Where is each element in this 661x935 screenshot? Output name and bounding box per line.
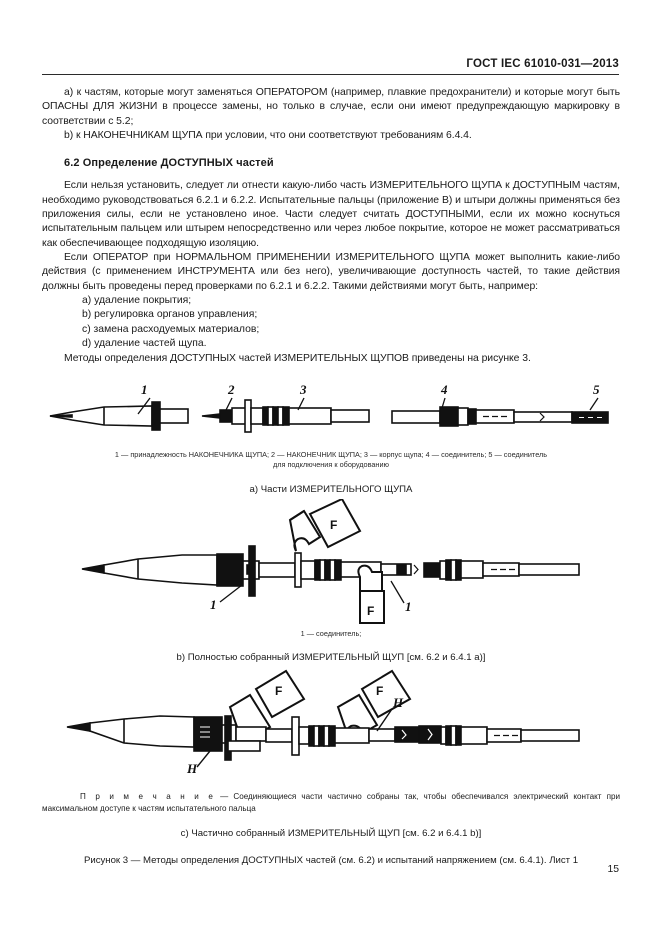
figure-a-callout-2: 2 [227,382,235,397]
figure-c-drawing: F F [66,669,580,776]
figure-c-partially-assembled-probe: F F [42,669,620,781]
figure-a-legend: 1 — принадлежность НАКОНЕЧНИКА ЩУПА; 2 —… [42,450,620,471]
figure-b-callout-1b: 1 [405,599,412,614]
figure-c-note: П р и м е ч а н и е — Соединяющиеся част… [42,791,620,815]
figure-a-drawing: 1 [49,382,609,433]
figure-c-force-label-1: F [275,684,282,698]
figure-a-right-overlay: 5 [589,382,600,411]
figure-a-legend-line-1: 1 — принадлежность НАКОНЕЧНИКА ЩУПА; 2 —… [114,449,548,459]
figure-c-caption: c) Частично собранный ИЗМЕРИТЕЛЬНЫЙ ЩУП … [180,828,482,840]
figure-a-caption: a) Части ИЗМЕРИТЕЛЬНОГО ЩУПА [249,483,413,495]
figure-b-drawing: F [81,498,580,624]
section-heading-6-2: 6.2 Определение ДОСТУПНЫХ частей [64,157,274,170]
page-header-standard-number: ГОСТ IEC 61010-031—2013 [466,58,619,70]
page-number: 15 [607,864,619,875]
list-item: b) регулировка органов управления; [82,309,258,321]
figure-a-callout-4: 4 [440,382,448,397]
figure-a-probe-parts: 1 [42,380,620,442]
paragraph-methods-reference: Методы определения ДОСТУПНЫХ частей ИЗМЕ… [64,352,531,364]
paragraph-6-2-first: Если нельзя установить, следует ли отнес… [42,180,620,249]
figure-b-force-label-1: F [330,518,337,532]
figure-a-callout-1: 1 [141,382,148,397]
paragraph-item-a: а) к частям, которые могут заменяться ОП… [42,87,620,127]
figure-b-assembled-probe: F [42,498,620,627]
figure-b-caption: b) Полностью собранный ИЗМЕРИТЕЛЬНЫЙ ЩУП… [176,652,486,664]
figure-c-callout-h1: H [186,761,198,776]
paragraph-item-b: b) к НАКОНЕЧНИКАМ ЩУПА при условии, что … [64,130,472,142]
list-item: d) удаление частей щупа. [82,338,207,350]
list-item: c) замена расходуемых материалов; [82,323,260,335]
note-label: П р и м е ч а н и е [80,792,216,802]
figure-a-legend-line-2: для подключения к оборудованию [272,460,390,470]
figure-3-title: Рисунок 3 — Методы определения ДОСТУПНЫХ… [83,855,579,867]
figure-b-callout-1a: 1 [210,597,217,612]
list-item: а) удаление покрытия; [82,295,192,307]
figure-a-callout-5: 5 [593,382,600,397]
figure-c-force-label-2: F [376,684,383,698]
figure-c-callout-h2: H [392,695,404,710]
figure-b-force-label-2: F [367,604,374,618]
page-content: а) к частям, которые могут заменяться ОП… [42,86,620,866]
note-text: — Соединяющиеся части частично собраны т… [42,792,620,814]
header-divider-rule [42,74,619,75]
figure-a-callout-3: 3 [299,382,307,397]
paragraph-6-2-second: Если ОПЕРАТОР при НОРМАЛЬНОМ ПРИМЕНЕНИИ … [42,252,620,292]
figure-b-legend: 1 — соединитель; [300,628,362,638]
